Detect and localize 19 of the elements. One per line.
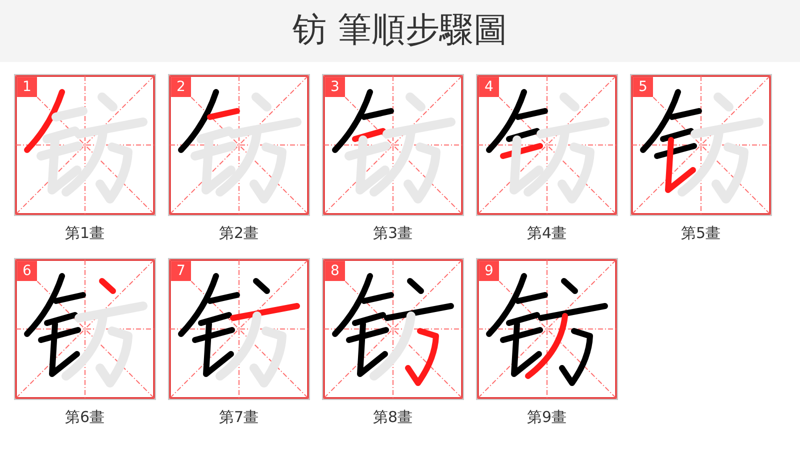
step-number-badge: 6	[17, 261, 37, 281]
stroke-caption: 第3畫	[373, 224, 413, 242]
step-number-badge: 2	[171, 77, 191, 97]
page-title: 钫 筆順步驟圖	[292, 10, 508, 50]
step-number-badge: 8	[325, 261, 345, 281]
step-number-badge: 3	[325, 77, 345, 97]
step-number-badge: 5	[633, 77, 653, 97]
stroke-caption: 第5畫	[681, 224, 721, 242]
stroke-caption: 第8畫	[373, 408, 413, 426]
stroke-caption: 第2畫	[219, 224, 259, 242]
stroke-caption: 第9畫	[527, 408, 567, 426]
step-number-badge: 7	[171, 261, 191, 281]
step-number-badge: 4	[479, 77, 499, 97]
step-number-badge: 1	[17, 77, 37, 97]
stroke-caption: 第1畫	[65, 224, 105, 242]
stroke-caption: 第6畫	[65, 408, 105, 426]
stroke-caption: 第7畫	[219, 408, 259, 426]
step-number-badge: 9	[479, 261, 499, 281]
stroke-caption: 第4畫	[527, 224, 567, 242]
